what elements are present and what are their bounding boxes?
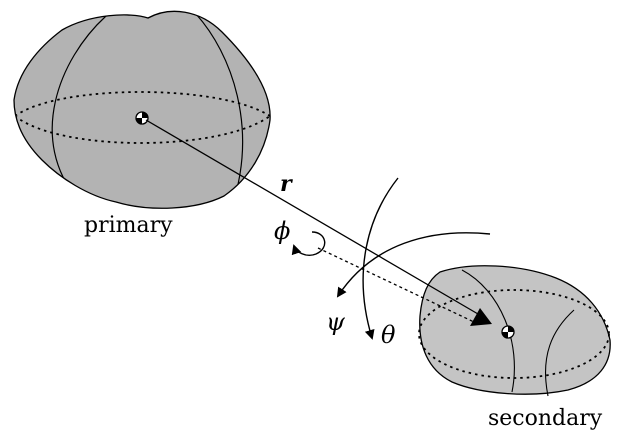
secondary-body xyxy=(418,265,611,397)
secondary-label: secondary xyxy=(488,406,603,431)
primary-equator-back xyxy=(14,91,271,117)
primary-meridian-right xyxy=(195,13,244,207)
secondary-outline xyxy=(419,265,611,395)
position-vector-r xyxy=(145,119,479,315)
theta-label: θ xyxy=(381,321,396,349)
secondary-segment-right xyxy=(544,309,575,397)
primary-equator-front xyxy=(14,115,271,144)
position-vector-arrowhead xyxy=(470,308,492,326)
roll-axis-dotted xyxy=(317,247,475,323)
r-vector-label: r xyxy=(280,171,293,197)
primary-body xyxy=(13,10,271,209)
phi-label: ϕ xyxy=(274,217,290,245)
primary-meridian-left xyxy=(51,15,107,201)
primary-center-of-mass-icon xyxy=(135,111,149,125)
primary-label: primary xyxy=(84,213,173,238)
secondary-center-of-mass-icon xyxy=(501,325,515,339)
secondary-segment-left xyxy=(461,269,515,393)
roll-rotation-arrow xyxy=(291,231,326,256)
yaw-rotation-arrow xyxy=(362,177,399,340)
pitch-rotation-arrow xyxy=(336,232,491,298)
psi-label: ψ xyxy=(326,308,346,336)
primary-outline xyxy=(13,10,271,209)
